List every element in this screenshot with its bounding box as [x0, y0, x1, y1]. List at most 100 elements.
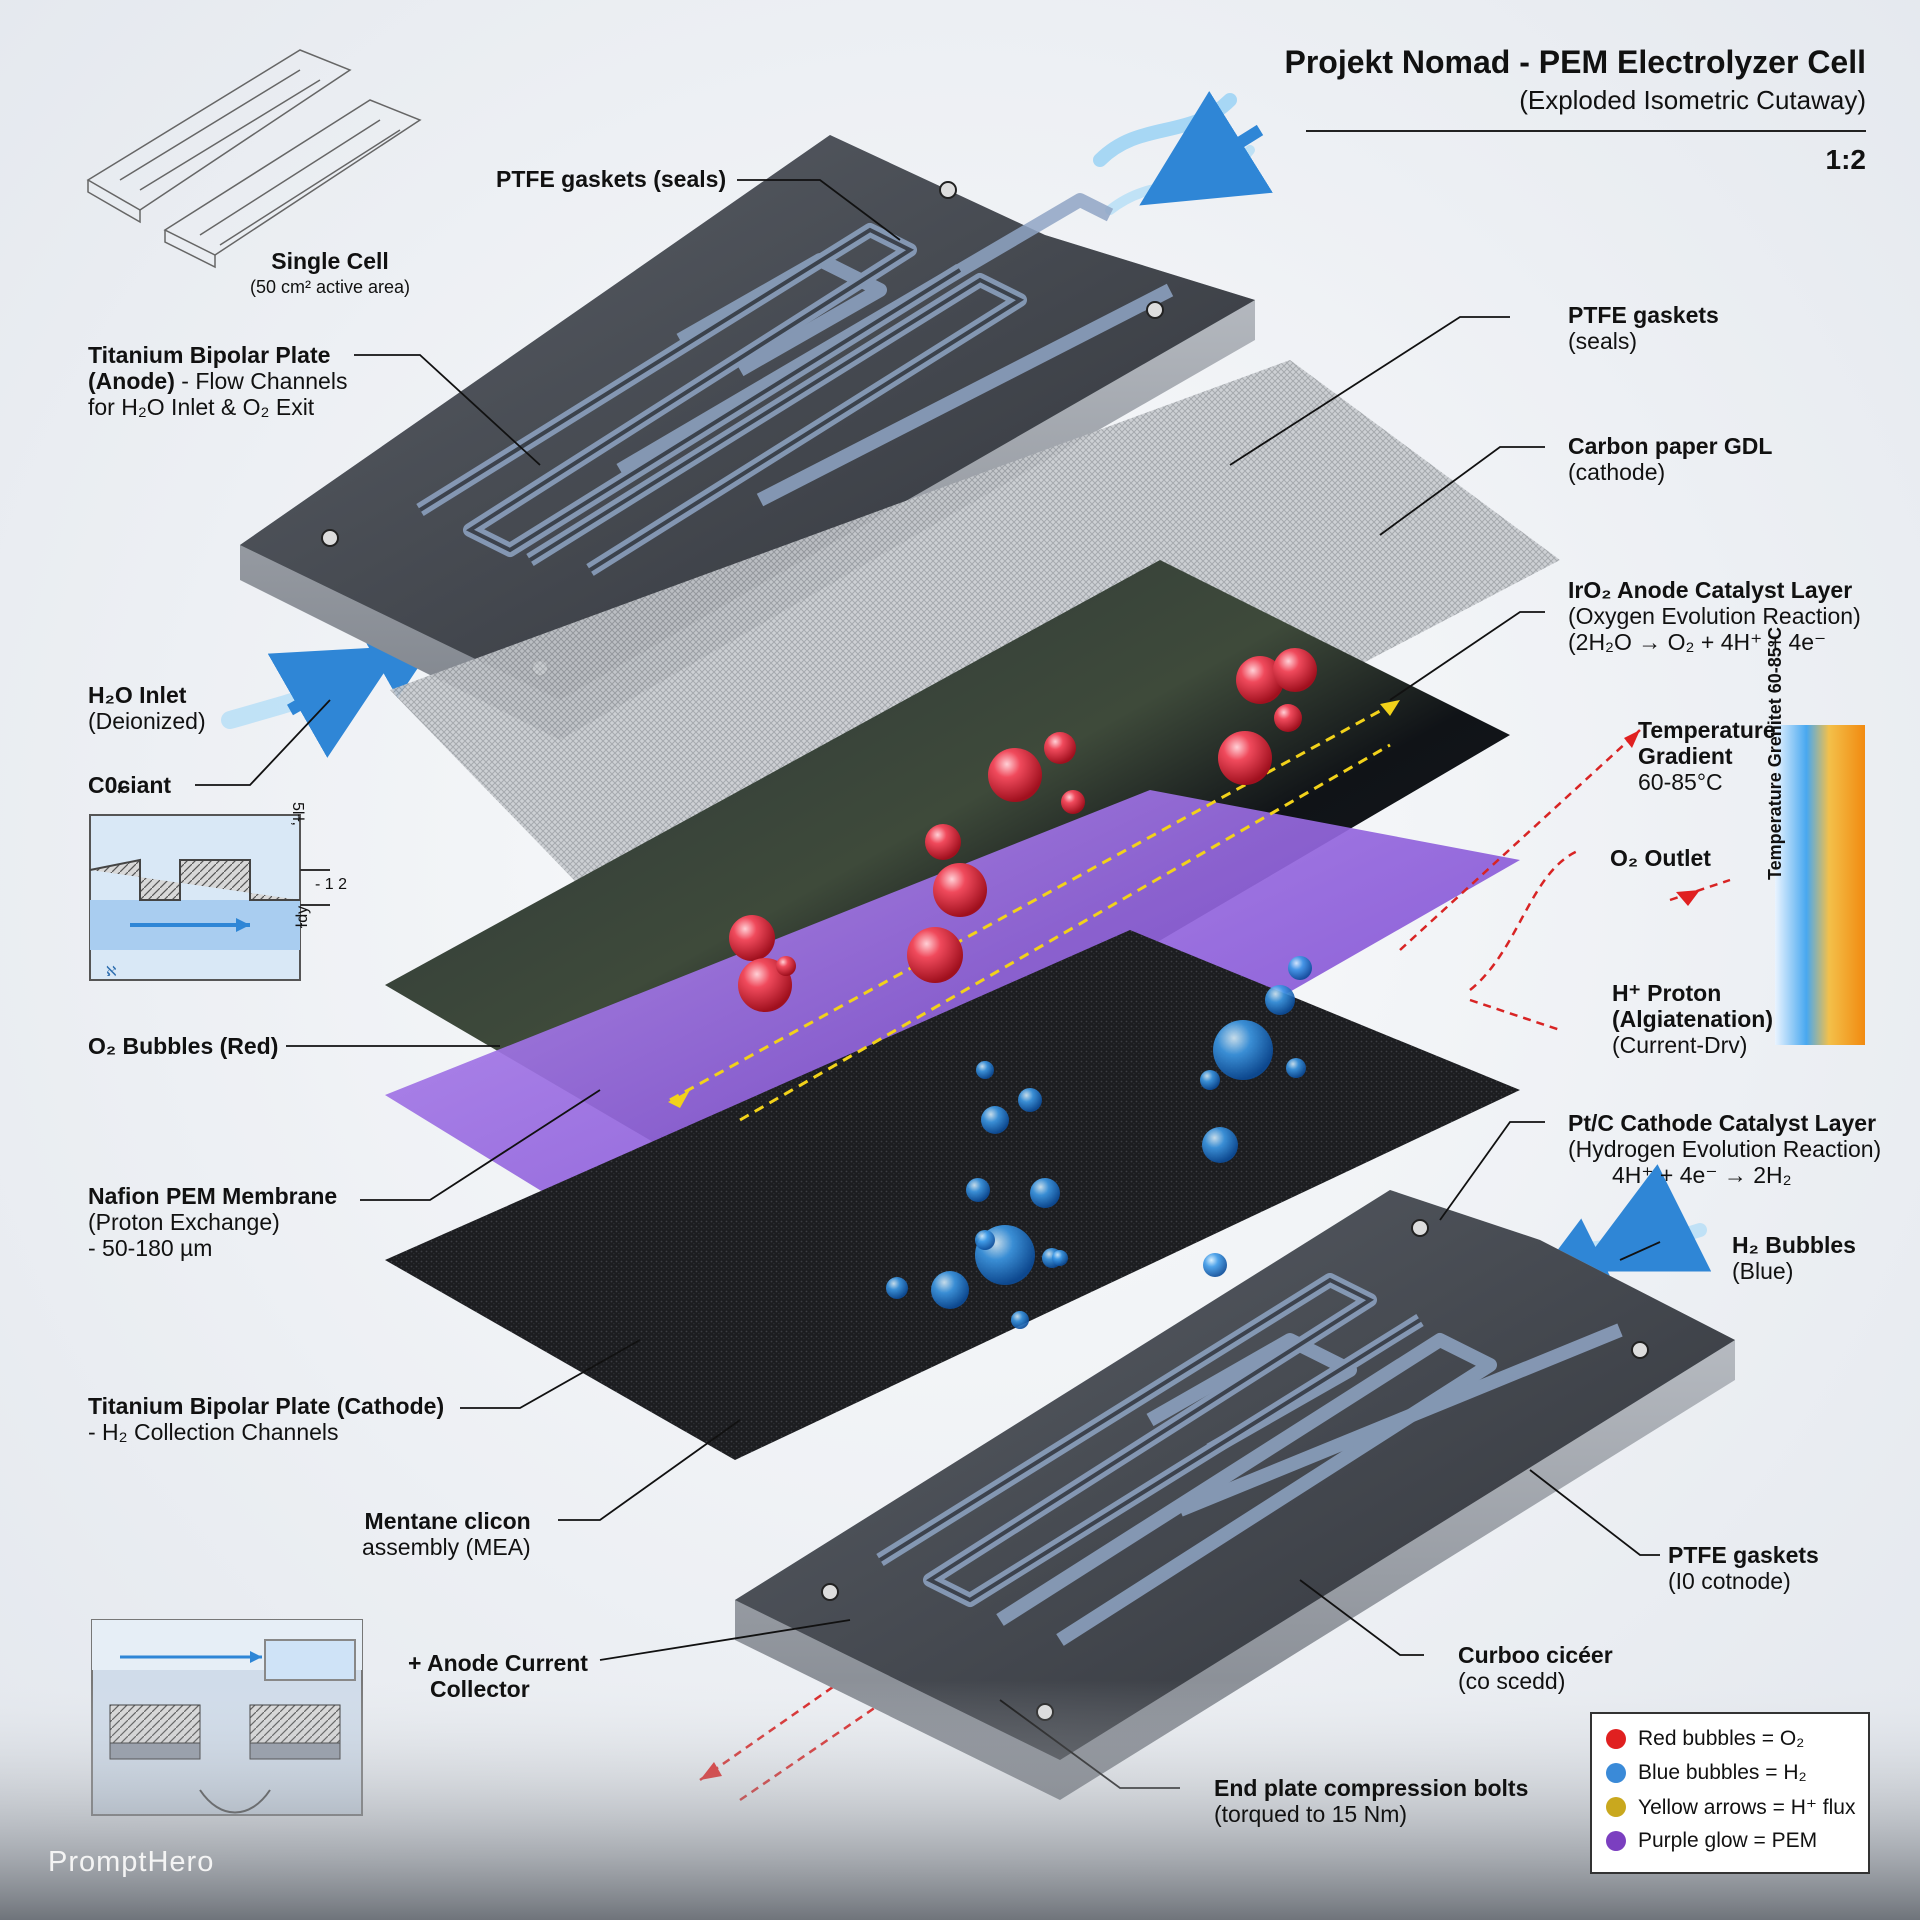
label-single-cell-sub: (50 cm² active area) [250, 277, 411, 297]
coolant-detail-inset [89, 814, 330, 981]
page-title: Projekt Nomad - PEM Electrolyzer Cell [1284, 44, 1867, 80]
label-h-proton-sub: (Current-Drv) [1612, 1032, 1748, 1058]
label-ptfe-bottom-title: PTFE gaskets [1668, 1542, 1819, 1568]
h2-bubble [1265, 985, 1295, 1015]
h2-bubble [976, 1061, 994, 1079]
label-carbon-cover: Curboo cicéer (co scedd) [1458, 1642, 1613, 1694]
label-anode-collector-title2: Collector [430, 1676, 530, 1702]
legend-text-pem: Purple glow = PEM [1638, 1829, 1818, 1852]
h2-bubble [886, 1277, 908, 1299]
label-carbon-cover-sub: (co scedd) [1458, 1668, 1566, 1694]
h2-bubble [1011, 1311, 1029, 1329]
o2-bubble [776, 956, 796, 976]
label-h2-bubbles-sub: (Blue) [1732, 1258, 1794, 1284]
label-temperature-title2: Gradient [1638, 743, 1733, 769]
detail-mark-b: - 1 2 [315, 876, 348, 893]
label-anode-plate-title2: (Anode) [88, 368, 175, 394]
legend-text-proton: Yellow arrows = H⁺ flux [1638, 1795, 1856, 1819]
label-single-cell-title: Single Cell [271, 248, 389, 274]
o2-bubble [925, 824, 961, 860]
legend-item-proton: Yellow arrows = H⁺ flux [1592, 1790, 1868, 1824]
o2-bubble [1236, 656, 1284, 704]
label-ptc: Pt/C Cathode Catalyst Layer (Hydrogen Ev… [1568, 1110, 1881, 1188]
label-nafion-title: Nafion PEM Membrane [88, 1183, 338, 1209]
o2-bubble [933, 863, 987, 917]
label-iro2-title: IrO₂ Anode Catalyst Layer [1568, 577, 1853, 603]
label-h2o-inlet-sub: (Deionized) [88, 708, 206, 734]
o2-bubble [1218, 731, 1272, 785]
h2-bubble [1288, 956, 1312, 980]
legend-swatch-h2 [1606, 1763, 1626, 1783]
legend-text-o2: Red bubbles = O₂ [1638, 1727, 1805, 1750]
h2-bubble [1202, 1127, 1238, 1163]
label-h-proton: H⁺ Proton (Algiatenation) (Current-Drv) [1612, 980, 1773, 1058]
legend-item-pem: Purple glow = PEM [1592, 1824, 1868, 1858]
label-ptc-eq: 4H⁺ + 4e⁻ → 2H₂ [1612, 1162, 1792, 1188]
detail-mark-a: 5ŀɫ, [289, 802, 306, 826]
label-h2-bubbles-title: H₂ Bubbles [1732, 1232, 1856, 1258]
label-temperature-title: Temperature [1638, 717, 1776, 743]
h2-bubble [1200, 1070, 1220, 1090]
label-carbon-cover-title: Curboo cicéer [1458, 1642, 1613, 1668]
label-end-plate: End plate compression bolts (torqued to … [1214, 1775, 1528, 1827]
label-ptfe-top: PTFE gaskets (seals) [496, 166, 726, 192]
label-cathode-plate-title: Titanium Bipolar Plate (Cathode) [88, 1393, 445, 1419]
detail-mark-d: ℵ [106, 963, 117, 979]
label-anode-plate: Titanium Bipolar Plate (Anode) - Flow Ch… [88, 342, 347, 420]
label-h2o-inlet: H₂O Inlet (Deionized) [88, 682, 206, 734]
label-ptfe-bottom: PTFE gaskets (I0 cotnode) [1668, 1542, 1819, 1594]
label-h-proton-title: H⁺ Proton [1612, 980, 1722, 1006]
legend-item-h2: Blue bubbles = H₂ [1592, 1756, 1868, 1790]
label-anode-plate-title: Titanium Bipolar Plate [88, 342, 331, 368]
o2-bubble [988, 748, 1042, 802]
legend-swatch-pem [1606, 1831, 1626, 1851]
proton-flux-arrows [669, 698, 1401, 1122]
h2-bubble [981, 1106, 1009, 1134]
detail-mark-c: ɫdy [294, 905, 311, 928]
label-mea-sub: assembly (MEA) [362, 1534, 531, 1560]
label-iro2-sub: (Oxygen Evolution Reaction) [1568, 603, 1861, 629]
scale-label: 1:2 [1825, 144, 1866, 175]
single-cell-sketch [86, 49, 422, 269]
label-nafion: Nafion PEM Membrane (Proton Exchange) - … [88, 1183, 337, 1261]
label-o2-outlet: O₂ Outlet [1610, 845, 1711, 871]
label-cathode-plate: Titanium Bipolar Plate (Cathode) - H₂ Co… [88, 1393, 444, 1445]
h2-bubble [1030, 1178, 1060, 1208]
label-o2-bubbles-title: O₂ Bubbles (Red) [88, 1033, 279, 1059]
label-ptc-title: Pt/C Cathode Catalyst Layer [1568, 1110, 1877, 1136]
label-ptc-sub: (Hydrogen Evolution Reaction) [1568, 1136, 1882, 1162]
h2-bubble [966, 1178, 990, 1202]
label-cathode-plate-sub: - H₂ Collection Channels [88, 1419, 339, 1445]
label-nafion-sub: (Proton Exchange) [88, 1209, 280, 1235]
o2-bubble [907, 927, 963, 983]
temperature-gradient-bar [1775, 725, 1865, 1045]
h2-bubble [1203, 1253, 1227, 1277]
page-subtitle: (Exploded Isometric Cutaway) [1519, 85, 1866, 115]
label-ptfe-right-sub: (seals) [1568, 328, 1638, 354]
legend-text-h2: Blue bubbles = H₂ [1638, 1761, 1807, 1784]
title-block: Projekt Nomad - PEM Electrolyzer Cell (E… [1284, 44, 1867, 176]
label-h2-bubbles: H₂ Bubbles (Blue) [1732, 1232, 1856, 1284]
label-coolant-title: C0ɕiant [88, 772, 172, 798]
label-anode-collector: + Anode Current Collector [408, 1650, 588, 1702]
h2-bubble [1213, 1020, 1273, 1080]
label-anode-collector-title: + Anode Current [408, 1650, 588, 1676]
label-temperature: Temperature Gradient 60-85°C [1638, 717, 1776, 795]
h2-bubble [1052, 1250, 1068, 1266]
h2-bubble [931, 1271, 969, 1309]
proton-arrowheads [668, 700, 1400, 1108]
label-end-plate-sub: (torqued to 15 Nm) [1214, 1801, 1408, 1827]
label-coolant: C0ɕiant [88, 772, 171, 798]
legend-item-o2: Red bubbles = O₂ [1592, 1722, 1868, 1756]
h2-bubble [975, 1230, 995, 1250]
cathode-bipolar-plate [735, 1190, 1735, 1800]
h2-bubble [1018, 1088, 1042, 1112]
h2-bubble [1286, 1058, 1306, 1078]
legend: Red bubbles = O₂ Blue bubbles = H₂ Yello… [1590, 1712, 1870, 1874]
label-ptfe-bottom-sub: (I0 cotnode) [1668, 1568, 1791, 1594]
bubbles [729, 648, 1317, 1329]
legend-swatch-o2 [1606, 1729, 1626, 1749]
label-anode-plate-rest: - Flow Channels [181, 368, 348, 394]
label-h2o-inlet-title: H₂O Inlet [88, 682, 187, 708]
o2-bubble [1061, 790, 1085, 814]
